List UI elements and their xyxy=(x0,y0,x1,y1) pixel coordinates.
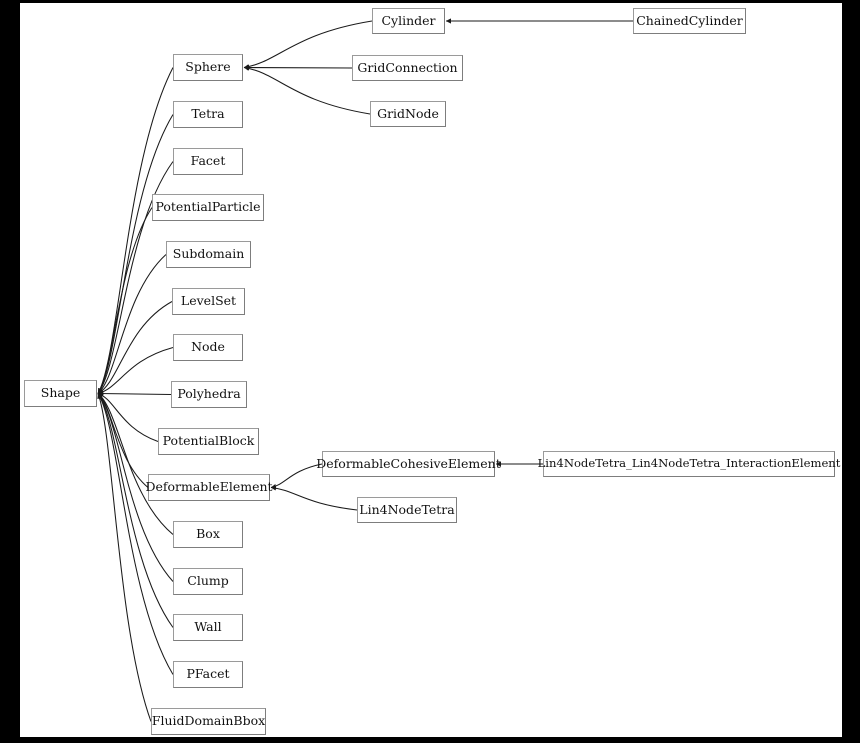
inheritance-edge-lin4nodetetra-to-deformableelement xyxy=(270,485,358,511)
inheritance-edge-polyhedra-to-shape xyxy=(97,390,172,397)
class-node-label: Lin4NodeTetra xyxy=(359,501,455,517)
class-node-label: Subdomain xyxy=(172,246,245,262)
class-node-levelset[interactable]: LevelSet xyxy=(172,288,245,315)
class-node-lin4interaction[interactable]: Lin4NodeTetra_Lin4NodeTetra_InteractionE… xyxy=(538,451,840,477)
class-node-label: ChainedCylinder xyxy=(636,12,743,28)
class-node-label: Facet xyxy=(190,153,226,169)
inheritance-edge-subdomain-to-shape xyxy=(97,254,167,394)
class-node-label: Lin4NodeTetra_Lin4NodeTetra_InteractionE… xyxy=(537,456,841,471)
class-node-chainedcylinder[interactable]: ChainedCylinder xyxy=(633,8,746,34)
inheritance-edge-node-to-shape xyxy=(97,346,174,395)
inheritance-edge-clump-to-shape xyxy=(97,393,174,582)
class-node-label: Wall xyxy=(194,619,222,635)
class-node-label: PotentialBlock xyxy=(162,433,255,449)
class-node-clump[interactable]: Clump xyxy=(173,568,243,595)
class-node-cylinder[interactable]: Cylinder xyxy=(372,8,445,34)
class-node-label: Box xyxy=(196,526,220,542)
class-node-label: DeformableElement xyxy=(145,479,273,495)
class-node-gridnode[interactable]: GridNode xyxy=(370,101,446,127)
inheritance-edge-pfacet-to-shape xyxy=(97,393,174,675)
class-node-label: Polyhedra xyxy=(177,386,241,402)
class-node-gridconnection[interactable]: GridConnection xyxy=(352,55,463,81)
class-node-label: LevelSet xyxy=(180,293,237,309)
class-node-shape[interactable]: Shape xyxy=(24,380,97,407)
class-node-label: Sphere xyxy=(185,59,231,75)
class-node-label: GridNode xyxy=(377,105,439,121)
inheritance-edge-gridnode-to-sphere xyxy=(243,65,371,115)
class-node-subdomain[interactable]: Subdomain xyxy=(166,241,251,268)
class-node-node[interactable]: Node xyxy=(173,334,243,361)
class-node-label: DeformableCohesiveElement xyxy=(316,455,501,471)
class-node-label: Clump xyxy=(187,573,229,589)
class-node-potentialparticle[interactable]: PotentialParticle xyxy=(152,194,264,221)
class-node-fluiddomainbbox[interactable]: FluidDomainBbox xyxy=(151,708,266,735)
inheritance-edge-cylinder-to-sphere xyxy=(243,20,373,70)
inheritance-edge-fluiddomainbbox-to-shape xyxy=(97,393,152,722)
class-node-label: PotentialParticle xyxy=(155,199,261,215)
inheritance-edge-defcohesive-to-deformableelement xyxy=(270,463,323,490)
inheritance-edge-sphere-to-shape xyxy=(97,67,174,394)
class-node-label: GridConnection xyxy=(357,59,458,75)
class-node-label: Tetra xyxy=(191,106,225,122)
class-node-label: FluidDomainBbox xyxy=(151,713,266,729)
inheritance-edge-facet-to-shape xyxy=(97,161,174,394)
class-node-label: PFacet xyxy=(186,666,230,682)
class-node-pfacet[interactable]: PFacet xyxy=(173,661,243,688)
inheritance-edge-potentialparticle-to-shape xyxy=(97,207,153,394)
class-node-tetra[interactable]: Tetra xyxy=(173,101,243,128)
class-node-deformableelement[interactable]: DeformableElement xyxy=(145,474,273,501)
class-node-sphere[interactable]: Sphere xyxy=(173,54,243,81)
class-node-label: Cylinder xyxy=(381,12,436,28)
inheritance-edge-gridconnection-to-sphere xyxy=(243,64,353,71)
class-node-potentialblock[interactable]: PotentialBlock xyxy=(158,428,259,455)
class-node-lin4nodetetra[interactable]: Lin4NodeTetra xyxy=(357,497,457,523)
inheritance-edge-wall-to-shape xyxy=(97,393,174,628)
inheritance-edge-box-to-shape xyxy=(97,393,174,535)
class-node-defcohesive[interactable]: DeformableCohesiveElement xyxy=(316,451,501,477)
inheritance-edge-levelset-to-shape xyxy=(97,301,173,394)
class-node-wall[interactable]: Wall xyxy=(173,614,243,641)
class-node-polyhedra[interactable]: Polyhedra xyxy=(171,381,247,408)
class-node-label: Shape xyxy=(40,385,81,401)
class-node-box[interactable]: Box xyxy=(173,521,243,548)
class-node-label: Node xyxy=(191,339,225,355)
class-node-facet[interactable]: Facet xyxy=(173,148,243,175)
